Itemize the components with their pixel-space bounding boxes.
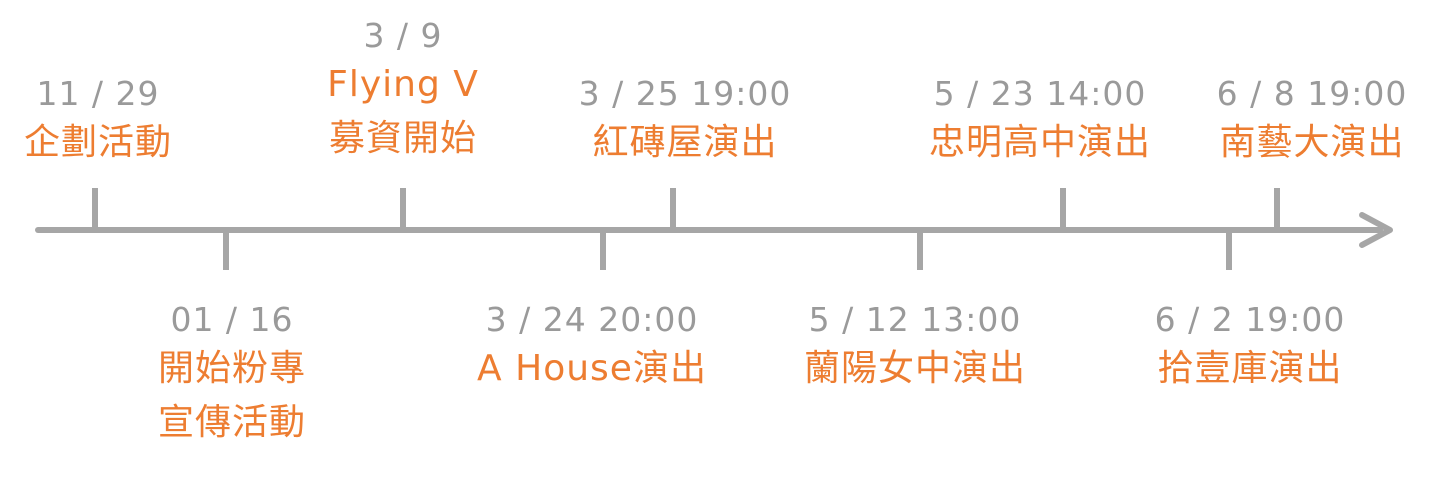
event-9: 6 / 8 19:00 南藝大演出	[1217, 72, 1408, 170]
event-2: 01 / 16 開始粉專 宣傳活動	[158, 298, 306, 450]
event-5: 3 / 25 19:00 紅磚屋演出	[579, 72, 792, 170]
event-title: 企劃活動	[23, 122, 173, 163]
event-title: 忠明高中演出	[928, 122, 1152, 163]
event-6: 5 / 12 13:00 蘭陽女中演出	[804, 298, 1026, 396]
event-8: 6 / 2 19:00 拾壹庫演出	[1155, 298, 1346, 396]
event-title: 蘭陽女中演出	[803, 348, 1027, 389]
event-date: 01 / 16	[170, 300, 294, 339]
event-date: 5 / 23 14:00	[933, 74, 1147, 113]
event-1: 11 / 29 企劃活動	[24, 72, 172, 170]
event-title: 南藝大演出	[1219, 122, 1405, 163]
event-title: 紅磚屋演出	[592, 122, 778, 163]
event-title: 拾壹庫演出	[1157, 348, 1343, 389]
event-4: 3 / 24 20:00 A House演出	[477, 298, 707, 396]
event-date: 3 / 24 20:00	[485, 300, 699, 339]
axis-arrow-icon	[1359, 212, 1393, 248]
event-title-line-2: 募資開始	[328, 118, 478, 159]
event-title: A House演出	[477, 348, 707, 389]
event-title-line-1: 開始粉專	[157, 348, 307, 389]
event-title-line-2: 宣傳活動	[157, 402, 307, 443]
event-7: 5 / 23 14:00 忠明高中演出	[929, 72, 1151, 170]
event-date: 3 / 25 19:00	[578, 74, 792, 113]
event-title-line-1: Flying V	[327, 64, 479, 105]
event-date: 3 / 9	[363, 16, 443, 55]
event-date: 11 / 29	[36, 74, 160, 113]
event-date: 6 / 2 19:00	[1154, 300, 1346, 339]
event-date: 5 / 12 13:00	[808, 300, 1022, 339]
event-date: 6 / 8 19:00	[1216, 74, 1408, 113]
event-3: 3 / 9 Flying V 募資開始	[327, 14, 479, 166]
